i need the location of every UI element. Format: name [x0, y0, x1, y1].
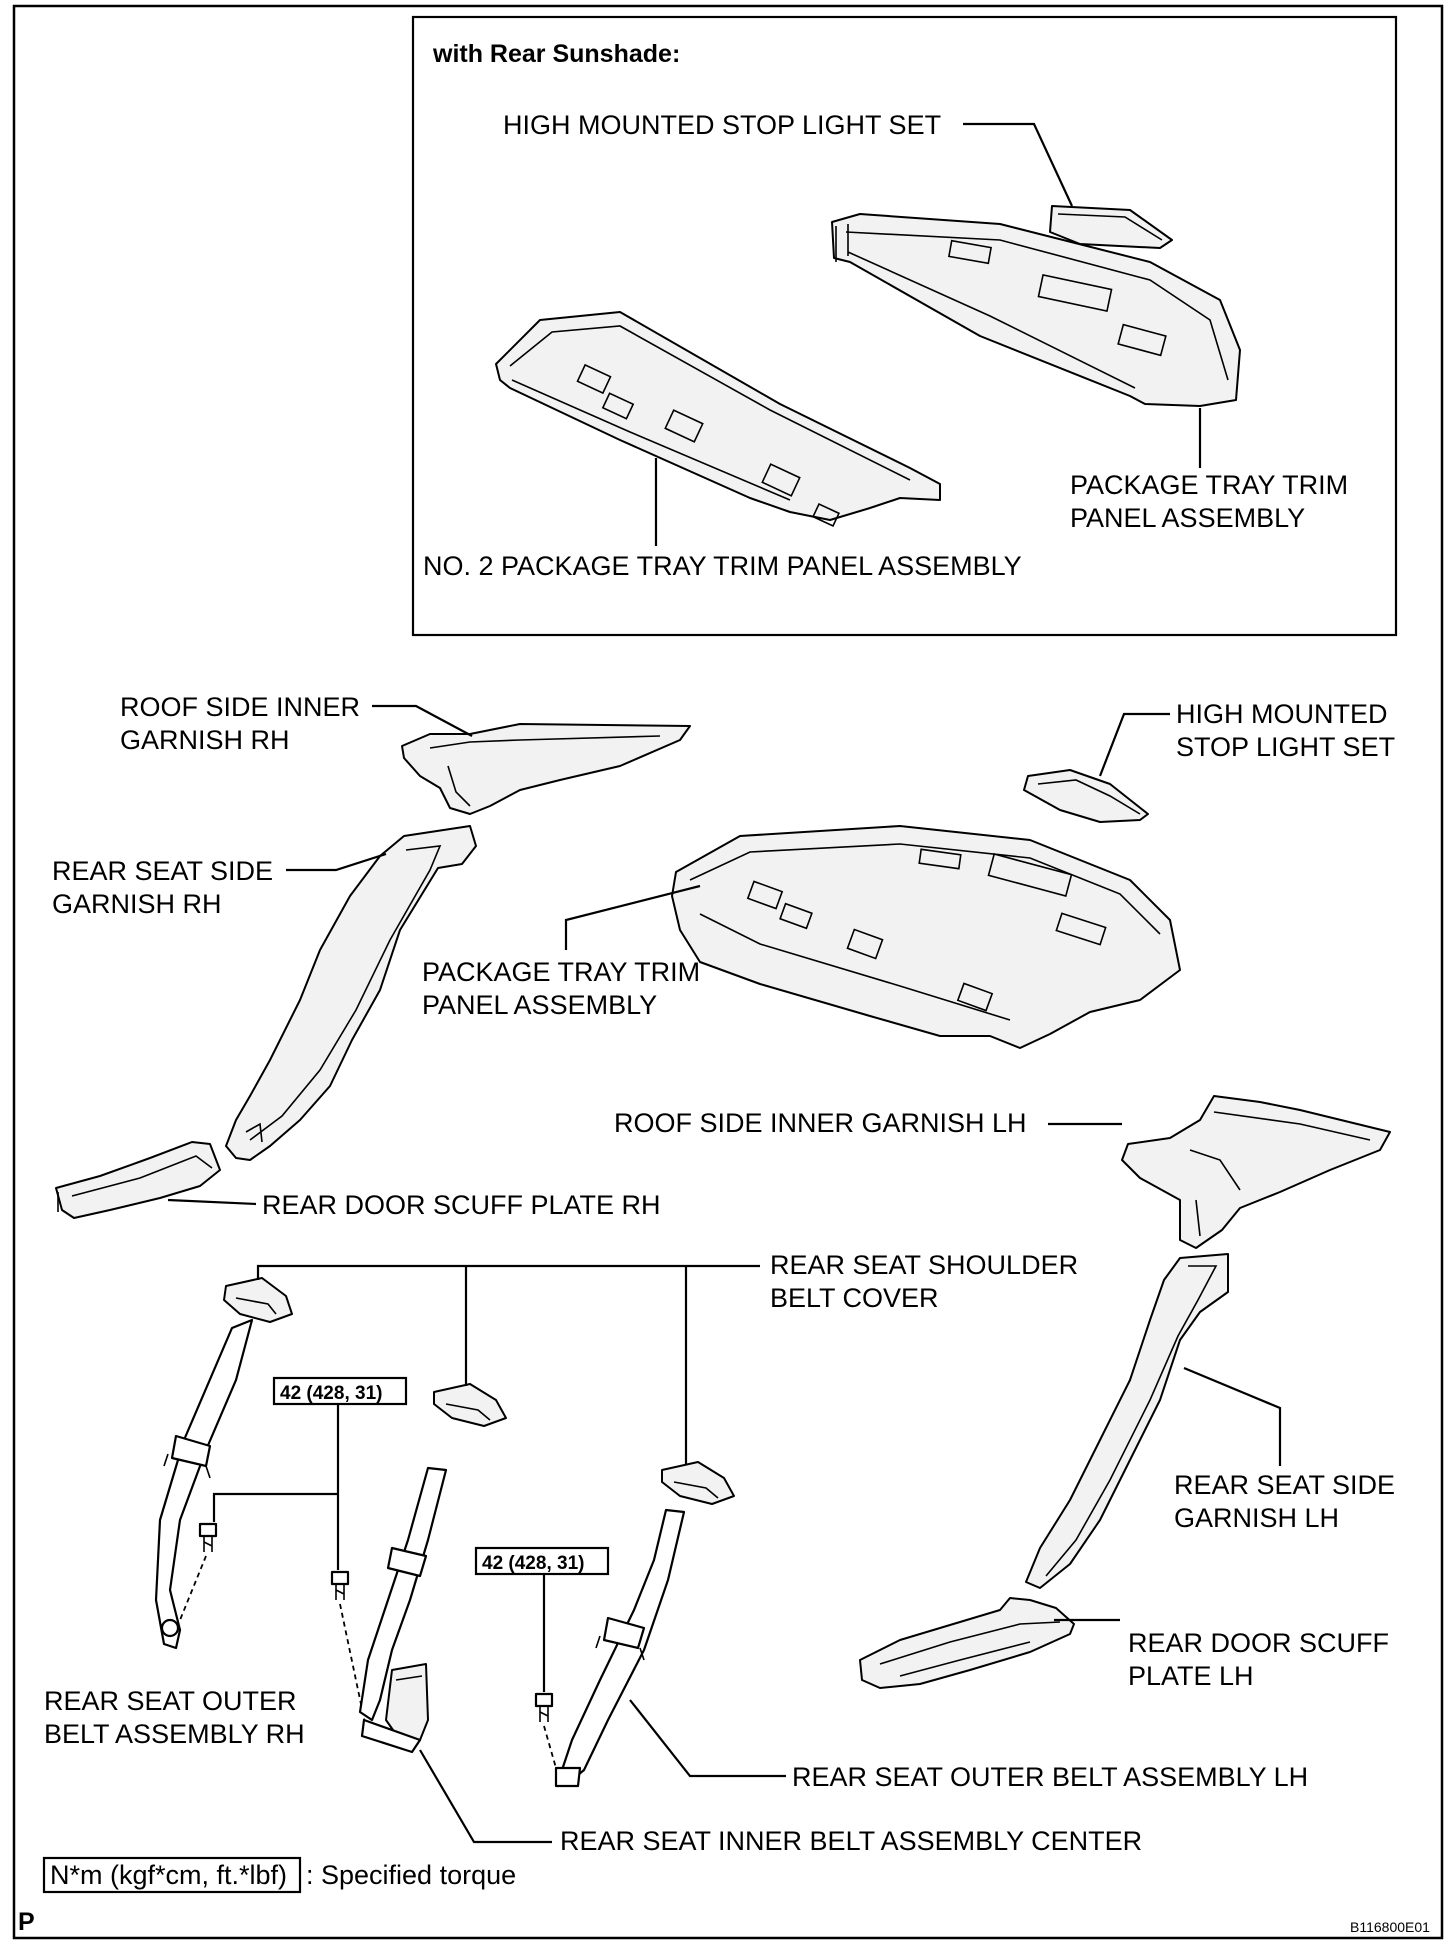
inset-package-tray-label-1: PACKAGE TRAY TRIM [1070, 470, 1348, 500]
roof-rh-leader [372, 704, 473, 737]
inset-stop-light-leader [963, 122, 1073, 207]
inset-stop-light-part [1049, 205, 1173, 249]
outer-frame [12, 4, 1444, 1940]
inset-title: with Rear Sunshade: [432, 40, 680, 68]
rear-seat-side-garnish-lh-part [1025, 1253, 1229, 1589]
side-lh-label-2: GARNISH LH [1174, 1503, 1339, 1533]
legend-box [42, 1856, 302, 1894]
inset-stop-light-label: HIGH MOUNTED STOP LIGHT SET [503, 110, 941, 140]
tray-leader [564, 884, 701, 950]
shoulder-belt-cover-3-part [661, 1461, 735, 1505]
outer-rh-label-2: BELT ASSEMBLY RH [44, 1719, 305, 1749]
stop-light-label-2: STOP LIGHT SET [1176, 732, 1395, 762]
rear-door-scuff-plate-lh-part [859, 1597, 1075, 1689]
package-tray-part [671, 825, 1181, 1049]
roof-rh-label-1: ROOF SIDE INNER [120, 692, 360, 722]
inset-no2-tray-label: NO. 2 PACKAGE TRAY TRIM PANEL ASSEMBLY [423, 551, 1022, 581]
bolt-lh-dashline [543, 1725, 557, 1769]
bolt-rh-2-dashline [339, 1603, 367, 1729]
roof-side-inner-garnish-lh-part [1121, 1095, 1391, 1249]
roof-side-inner-garnish-rh-part [401, 723, 691, 815]
rear-seat-outer-belt-lh-part [554, 1508, 686, 1788]
side-lh-label-1: REAR SEAT SIDE [1174, 1470, 1395, 1500]
outer-lh-label: REAR SEAT OUTER BELT ASSEMBLY LH [792, 1762, 1308, 1792]
shoulder-cover-label-2: BELT COVER [770, 1283, 939, 1313]
figure-id: B116800E01 [1350, 1919, 1430, 1935]
side-rh-label-1: REAR SEAT SIDE [52, 856, 273, 886]
scuff-rh-label: REAR DOOR SCUFF PLATE RH [262, 1190, 661, 1220]
shoulder-cover-leader [256, 1264, 760, 1464]
inner-center-label: REAR SEAT INNER BELT ASSEMBLY CENTER [560, 1826, 1142, 1856]
outer-rh-label-1: REAR SEAT OUTER [44, 1686, 297, 1716]
side-rh-label-2: GARNISH RH [52, 889, 222, 919]
legend-text: : Specified torque [306, 1860, 516, 1890]
rear-seat-side-garnish-rh-part [225, 825, 477, 1161]
bolt-rh-1-dashline [179, 1555, 207, 1621]
tray-label-2: PANEL ASSEMBLY [422, 990, 657, 1020]
legend-unit: N*m (kgf*cm, ft.*lbf) [50, 1860, 287, 1890]
inset-box [411, 15, 1398, 637]
rear-seat-outer-belt-rh-part [154, 1318, 254, 1650]
stop-light-leader [1098, 712, 1170, 777]
rear-seat-inner-belt-center-part [358, 1466, 448, 1754]
stop-light-part [1023, 769, 1149, 823]
roof-lh-label: ROOF SIDE INNER GARNISH LH [614, 1108, 1027, 1138]
torque-box-2 [474, 1546, 610, 1576]
inset-no2-tray-part [495, 311, 941, 528]
torque-1-leader [212, 1404, 340, 1570]
bolt-rh-1 [198, 1522, 218, 1552]
corner-mark: P [18, 1908, 35, 1936]
torque-box-1 [272, 1376, 408, 1406]
tray-label-1: PACKAGE TRAY TRIM [422, 957, 700, 987]
torque-value-1: 42 (428, 31) [280, 1383, 382, 1404]
torque-value-2: 42 (428, 31) [482, 1553, 584, 1574]
bolt-lh [534, 1692, 554, 1722]
shoulder-belt-cover-2-part [433, 1383, 507, 1427]
roof-rh-label-2: GARNISH RH [120, 725, 290, 755]
scuff-lh-label-2: PLATE LH [1128, 1661, 1254, 1691]
scuff-lh-label-1: REAR DOOR SCUFF [1128, 1628, 1389, 1658]
scuff-rh-leader [167, 1198, 257, 1206]
side-rh-leader [286, 852, 387, 872]
inner-center-leader [419, 1749, 552, 1844]
inset-package-tray-part [831, 213, 1241, 407]
outer-lh-leader [629, 1699, 786, 1778]
side-lh-leader [1183, 1366, 1282, 1466]
stop-light-label-1: HIGH MOUNTED [1176, 699, 1388, 729]
rear-door-scuff-plate-rh-part [55, 1141, 221, 1219]
bolt-rh-2 [330, 1570, 350, 1600]
shoulder-belt-cover-1-part [223, 1277, 293, 1323]
inset-package-tray-label-2: PANEL ASSEMBLY [1070, 503, 1305, 533]
shoulder-cover-label-1: REAR SEAT SHOULDER [770, 1250, 1078, 1280]
